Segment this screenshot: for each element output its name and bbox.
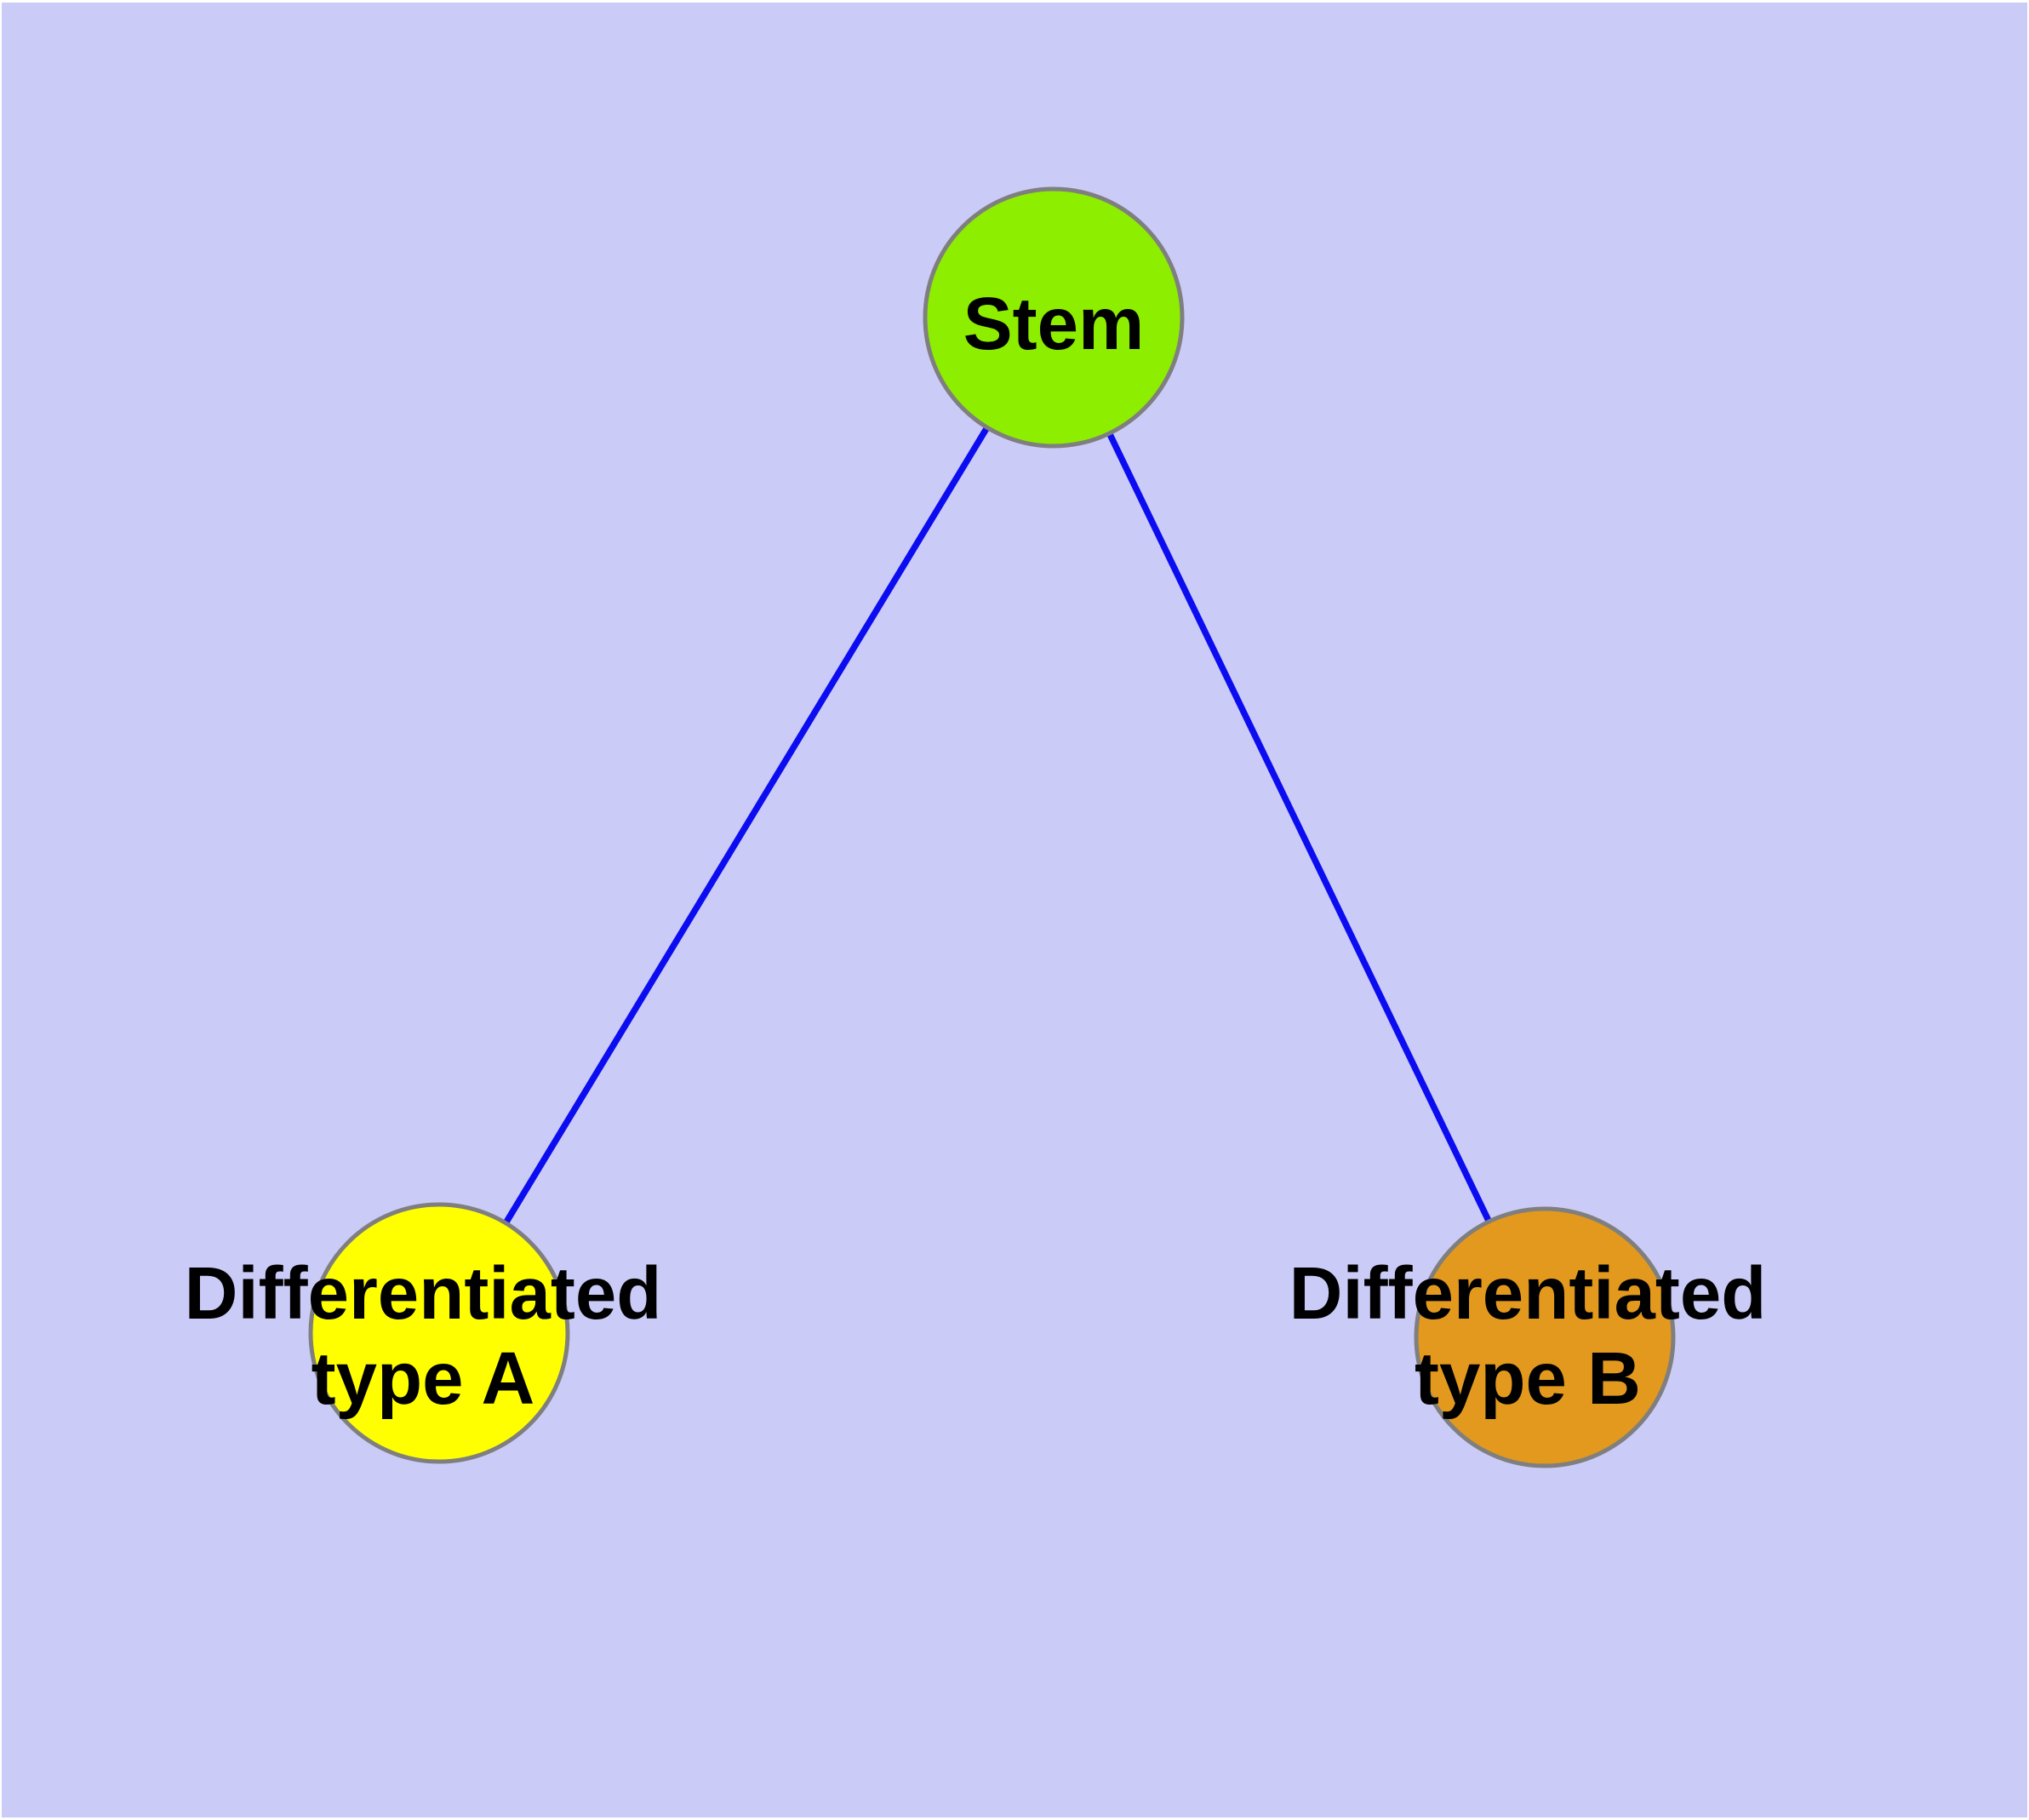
node-differentiated-type-b <box>1414 1206 1676 1468</box>
node-stem-label: Stem <box>963 283 1145 365</box>
edge-stem-to-type-a <box>436 316 1057 1335</box>
node-type-a-label-line2: type A <box>311 1337 535 1420</box>
node-type-a-label-line1: Differentiated <box>185 1252 662 1335</box>
node-type-b-label-line2: type B <box>1415 1337 1641 1420</box>
node-stem <box>923 186 1185 449</box>
edge-stem-to-type-b <box>1050 316 1548 1339</box>
node-type-b-label-line1: Differentiated <box>1289 1252 1767 1335</box>
node-differentiated-type-a <box>308 1202 570 1464</box>
